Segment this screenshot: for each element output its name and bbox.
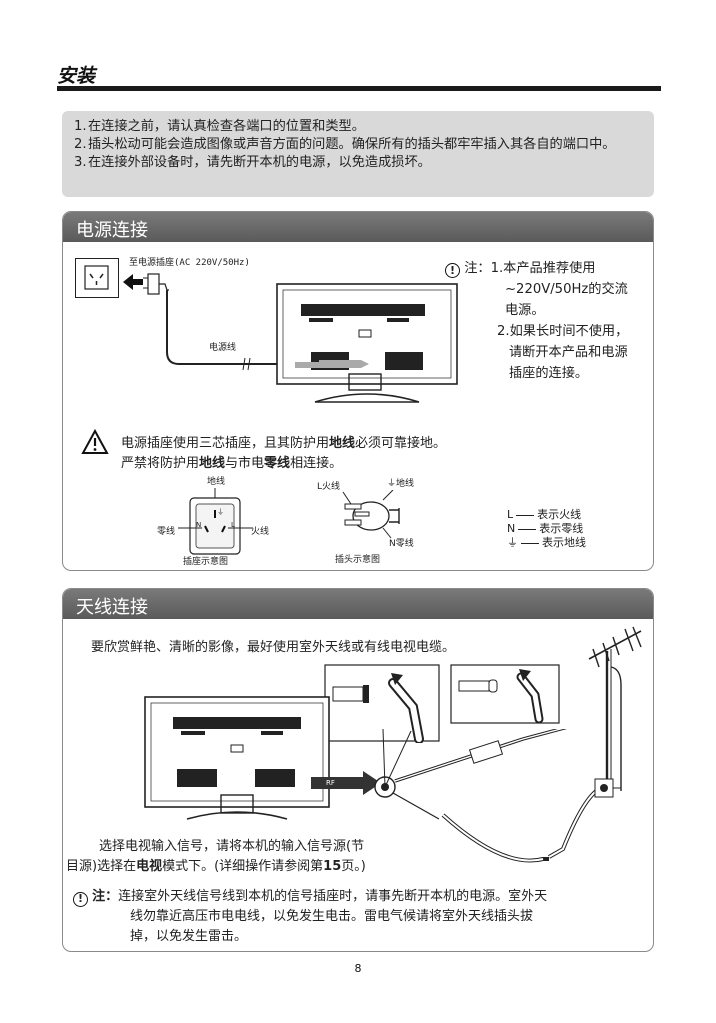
legend-item: L 表示火线 xyxy=(507,508,586,522)
socket-mark-neutral: N xyxy=(196,521,202,529)
attention-icon: ! xyxy=(445,263,460,278)
attention-icon: ! xyxy=(73,891,88,907)
warning-text: 电源插座使用三芯插座，且其防护用 xyxy=(121,436,330,451)
wall-outlet-icon xyxy=(75,258,119,298)
notice-num: 3. xyxy=(74,155,87,170)
legend-text: 表示零线 xyxy=(539,522,584,535)
cord-label: 电源线 xyxy=(209,343,237,353)
notice-text: 在连接之前，请认真检查各端口的位置和类型。 xyxy=(88,119,365,134)
antenna-note: ! 注：连接室外天线信号线到本机的信号插座时，请事先断开本机的电源。室外天 线勿… xyxy=(73,887,645,947)
select-bold: 电视 xyxy=(136,859,163,874)
notice-item: 3.在连接外部设备时，请先断开本机的电源，以免造成损坏。 xyxy=(74,154,642,172)
coax-connector-detail-icon xyxy=(324,664,440,743)
select-input-line-1: 选择电视输入信号，请将本机的输入信号源(节 xyxy=(99,839,365,854)
select-text: 页。) xyxy=(341,859,366,874)
page-title: 安装 xyxy=(57,65,96,87)
note-text: 2.如果长时间不使用， xyxy=(497,324,629,339)
plug-caption: 插头示意图 xyxy=(335,555,381,565)
notice-num: 1. xyxy=(74,119,87,134)
antenna-section-header: 天线连接 xyxy=(63,589,653,619)
antenna-section: 天线连接 要欣赏鲜艳、清晰的影像，最好使用室外天线或有线电视电缆。 xyxy=(62,588,654,952)
legend-text: 表示火线 xyxy=(537,508,582,521)
notice-box: 1.在连接之前，请认真检查各端口的位置和类型。 2.插头松动可能会造成图像或声音… xyxy=(62,111,654,197)
note-text: 电源。 xyxy=(505,303,545,318)
note-prefix: 注： xyxy=(92,889,119,904)
rf-label: RF xyxy=(326,779,335,787)
warning-bold: 零线 xyxy=(264,456,291,471)
socket-earth-label: 地线 xyxy=(207,477,226,487)
legend-item: N 表示零线 xyxy=(507,522,586,536)
rf-arrow-icon xyxy=(311,771,381,795)
select-text: 模式下。(详细操作请参阅第 xyxy=(162,859,324,874)
legend-dash xyxy=(521,542,539,544)
note-text: 1.本产品推荐使用 xyxy=(490,261,596,276)
note-prefix: 注： xyxy=(464,261,491,276)
tv-back-panel-icon xyxy=(276,283,458,403)
notice-text: 在连接外部设备时，请先断开本机的电源，以免造成损坏。 xyxy=(88,155,431,170)
plug-diagram-icon xyxy=(342,490,400,539)
select-text: 目源)选择在 xyxy=(66,859,137,874)
warning-bold: 地线 xyxy=(329,436,356,451)
page-number: 8 xyxy=(354,962,362,975)
tv-back-rf-icon xyxy=(144,696,330,820)
power-note: ! 注：1.本产品推荐使用 ~220V/50Hz的交流 电源。 2.如果长时间不… xyxy=(445,258,653,384)
power-section: 电源连接 至电源插座(AC 220V/50Hz) 电源线 ! 注：1.本产品推荐… xyxy=(62,211,654,571)
legend-item: ⏚ 表示地线 xyxy=(507,536,586,550)
note-text: 请断开本产品和电源 xyxy=(509,345,628,360)
outdoor-antenna-icon xyxy=(588,626,642,791)
warning-bold: 地线 xyxy=(199,456,226,471)
legend-symbol: ⏚ xyxy=(507,536,518,549)
note-text: ~220V/50Hz的交流 xyxy=(505,282,628,297)
notice-text: 插头松动可能会造成图像或声音方面的问题。确保所有的插头都牢牢插入其各自的端口中。 xyxy=(88,137,616,152)
legend-symbol: L xyxy=(507,508,514,521)
legend-dash xyxy=(516,514,535,516)
outlet-label: 至电源插座(AC 220V/50Hz) xyxy=(129,258,250,268)
note-text: 线勿靠近高压市电电线，以免发生电击。雷电气候请将室外天线插头拔 xyxy=(130,909,534,924)
legend-symbol: N xyxy=(507,522,516,535)
plug-live-label: L火线 xyxy=(317,482,341,492)
antenna-intro: 要欣赏鲜艳、清晰的影像，最好使用室外天线或有线电视电缆。 xyxy=(91,640,456,655)
socket-neutral-label: 零线 xyxy=(157,527,176,537)
plug-neutral-label: N零线 xyxy=(389,539,414,549)
socket-mark-earth: ⏚ xyxy=(217,508,224,516)
legend-dash xyxy=(518,528,537,530)
socket-live-label: 火线 xyxy=(251,527,270,537)
antenna-cable-icon xyxy=(374,729,621,863)
title-rule xyxy=(57,86,661,91)
wire-legend: L 表示火线 N 表示零线 ⏚ 表示地线 xyxy=(507,508,586,550)
warning-line-1: 电源插座使用三芯插座，且其防护用地线必须可靠接地。 xyxy=(121,432,446,451)
warning-text: 必须可靠接地。 xyxy=(355,436,447,451)
notice-item: 2.插头松动可能会造成图像或声音方面的问题。确保所有的插头都牢牢插入其各自的端口… xyxy=(74,136,642,154)
socket-diagram-icon xyxy=(178,488,253,555)
warning-text: 相连接。 xyxy=(290,456,343,471)
note-text: 掉，以免发生雷击。 xyxy=(130,929,248,944)
notice-num: 2. xyxy=(74,137,87,152)
note-text: 插座的连接。 xyxy=(509,366,589,381)
plug-earth-label: ⏚地线 xyxy=(387,479,415,489)
warning-text: 严禁将防护用 xyxy=(121,456,200,471)
select-page: 15 xyxy=(323,859,342,874)
socket-mark-live: L xyxy=(231,521,235,529)
notice-item: 1.在连接之前，请认真检查各端口的位置和类型。 xyxy=(74,118,642,136)
flat-cable-connector-detail-icon xyxy=(450,664,560,724)
warning-text: 与市电 xyxy=(225,456,265,471)
legend-text: 表示地线 xyxy=(542,536,586,549)
note-text: 连接室外天线信号线到本机的信号插座时，请事先断开本机的电源。室外天 xyxy=(118,889,548,904)
power-section-header: 电源连接 xyxy=(63,212,653,242)
select-input-line-2: 目源)选择在电视模式下。(详细操作请参阅第15页。) xyxy=(66,855,366,874)
warning-icon xyxy=(81,429,109,454)
warning-line-2: 严禁将防护用地线与市电零线相连接。 xyxy=(121,452,342,471)
socket-caption: 插座示意图 xyxy=(183,557,229,567)
